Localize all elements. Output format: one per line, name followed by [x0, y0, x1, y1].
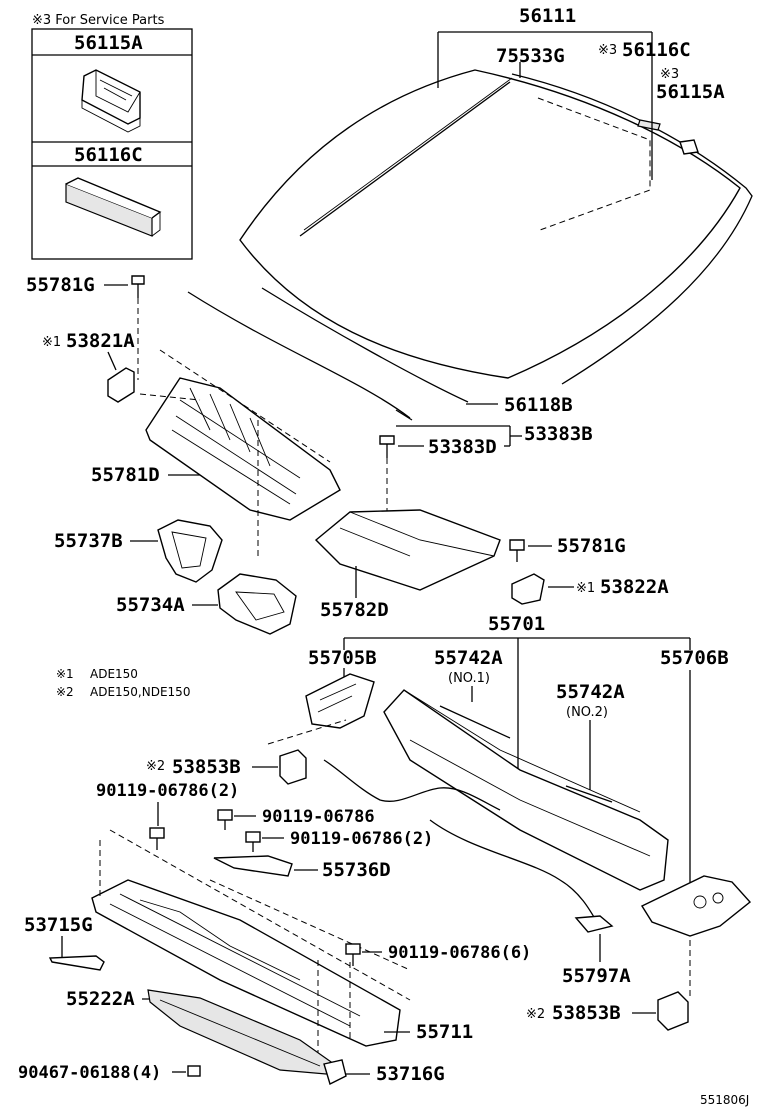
louver-55781D — [145, 377, 341, 521]
clip-55781G-top — [131, 275, 145, 298]
label-55781G-top: 55781G — [26, 274, 95, 296]
label-56111: 56111 — [519, 5, 576, 27]
label-55737B: 55737B — [54, 530, 123, 552]
screw-90467 — [187, 1065, 201, 1077]
bolt-90119-a — [149, 827, 165, 850]
label-55701: 55701 — [488, 613, 545, 635]
bracket-55736D — [213, 855, 293, 877]
label-90119-b: 90119-06786 — [262, 807, 375, 827]
note-mark-3b: ※3 — [660, 67, 679, 82]
label-55705B: 55705B — [308, 647, 377, 669]
service-box-title: ※3 For Service Parts — [32, 13, 165, 28]
note1-mark: ※1 — [56, 667, 74, 681]
clamp-53716G — [323, 1059, 347, 1085]
seal-55737B — [157, 519, 223, 583]
panel-55222A — [147, 989, 335, 1075]
bolt-90119-d — [345, 943, 361, 966]
cushion-53853B-bot — [657, 991, 689, 1031]
label-55736D: 55736D — [322, 859, 391, 881]
label-55782D: 55782D — [320, 599, 389, 621]
bolt-90119-c — [245, 831, 261, 852]
pad-56116C-illustration — [65, 177, 162, 237]
note-mark-1b: ※1 — [576, 581, 595, 596]
service-box-part-c: 56116C — [74, 144, 143, 166]
bolt-90119-b — [217, 809, 233, 830]
label-53715G: 53715G — [24, 914, 93, 936]
label-53853B-bot: 53853B — [552, 1002, 621, 1024]
windshield-group — [239, 69, 753, 385]
clip-53383D — [379, 435, 395, 458]
note1-text: ADE150 — [90, 667, 138, 681]
note-mark-2: ※2 — [146, 759, 165, 774]
label-90119-a: 90119-06786(2) — [96, 781, 239, 801]
diagram-id: 551806J — [700, 1093, 749, 1107]
label-55742A-1: 55742A — [434, 647, 503, 669]
label-53853B-top: 53853B — [172, 756, 241, 778]
service-box-part-a: 56115A — [74, 32, 143, 54]
nozzle-55797A — [574, 915, 614, 933]
label-53383B: 53383B — [524, 423, 593, 445]
label-55706B: 55706B — [660, 647, 729, 669]
label-56116C: 56116C — [622, 39, 691, 61]
label-55742A-2-sub: (NO.2) — [566, 705, 608, 720]
note-mark-3: ※3 — [598, 43, 617, 58]
label-56118B: 56118B — [504, 394, 573, 416]
label-55222A: 55222A — [66, 988, 135, 1010]
label-56115A: 56115A — [656, 81, 725, 103]
bracket-53821A — [107, 367, 135, 403]
clip-55781G-mid — [509, 539, 525, 562]
cushion-53853B-top — [279, 749, 307, 785]
label-90119-d: 90119-06786(6) — [388, 943, 531, 963]
label-53383D: 53383D — [428, 436, 497, 458]
note2-mark: ※2 — [56, 685, 74, 699]
notes-legend: ※1 ADE150 ※2 ADE150,NDE150 — [56, 667, 190, 699]
panel-55705B — [305, 673, 375, 729]
extension-55711 — [91, 879, 401, 1047]
label-90119-c: 90119-06786(2) — [290, 829, 433, 849]
cowl-panel-55701 — [383, 689, 669, 891]
label-75533G: 75533G — [496, 45, 565, 67]
label-55781G-mid: 55781G — [557, 535, 626, 557]
label-90467: 90467-06188(4) — [18, 1063, 161, 1083]
note-mark-1: ※1 — [42, 335, 61, 350]
clip-56115A-illustration — [81, 69, 141, 133]
weatherstrip-56118B — [187, 287, 469, 421]
note-mark-2b: ※2 — [526, 1007, 545, 1022]
label-55781D: 55781D — [91, 464, 160, 486]
service-parts-box: ※3 For Service Parts 56115A 56116C — [31, 13, 193, 260]
label-55742A-1-sub: (NO.1) — [448, 671, 490, 686]
bracket-53822A — [511, 573, 545, 605]
note2-text: ADE150,NDE150 — [90, 685, 190, 699]
label-53821A: 53821A — [66, 330, 135, 352]
label-55711: 55711 — [416, 1021, 473, 1043]
label-53716G: 53716G — [376, 1063, 445, 1085]
louver-55782D — [314, 509, 501, 591]
label-55742A-2: 55742A — [556, 681, 625, 703]
label-55797A: 55797A — [562, 965, 631, 987]
seal-55734A — [217, 573, 297, 635]
panel-55706B — [640, 875, 752, 937]
label-53822A: 53822A — [600, 576, 669, 598]
clamp-53715G — [48, 955, 105, 971]
label-55734A: 55734A — [116, 594, 185, 616]
